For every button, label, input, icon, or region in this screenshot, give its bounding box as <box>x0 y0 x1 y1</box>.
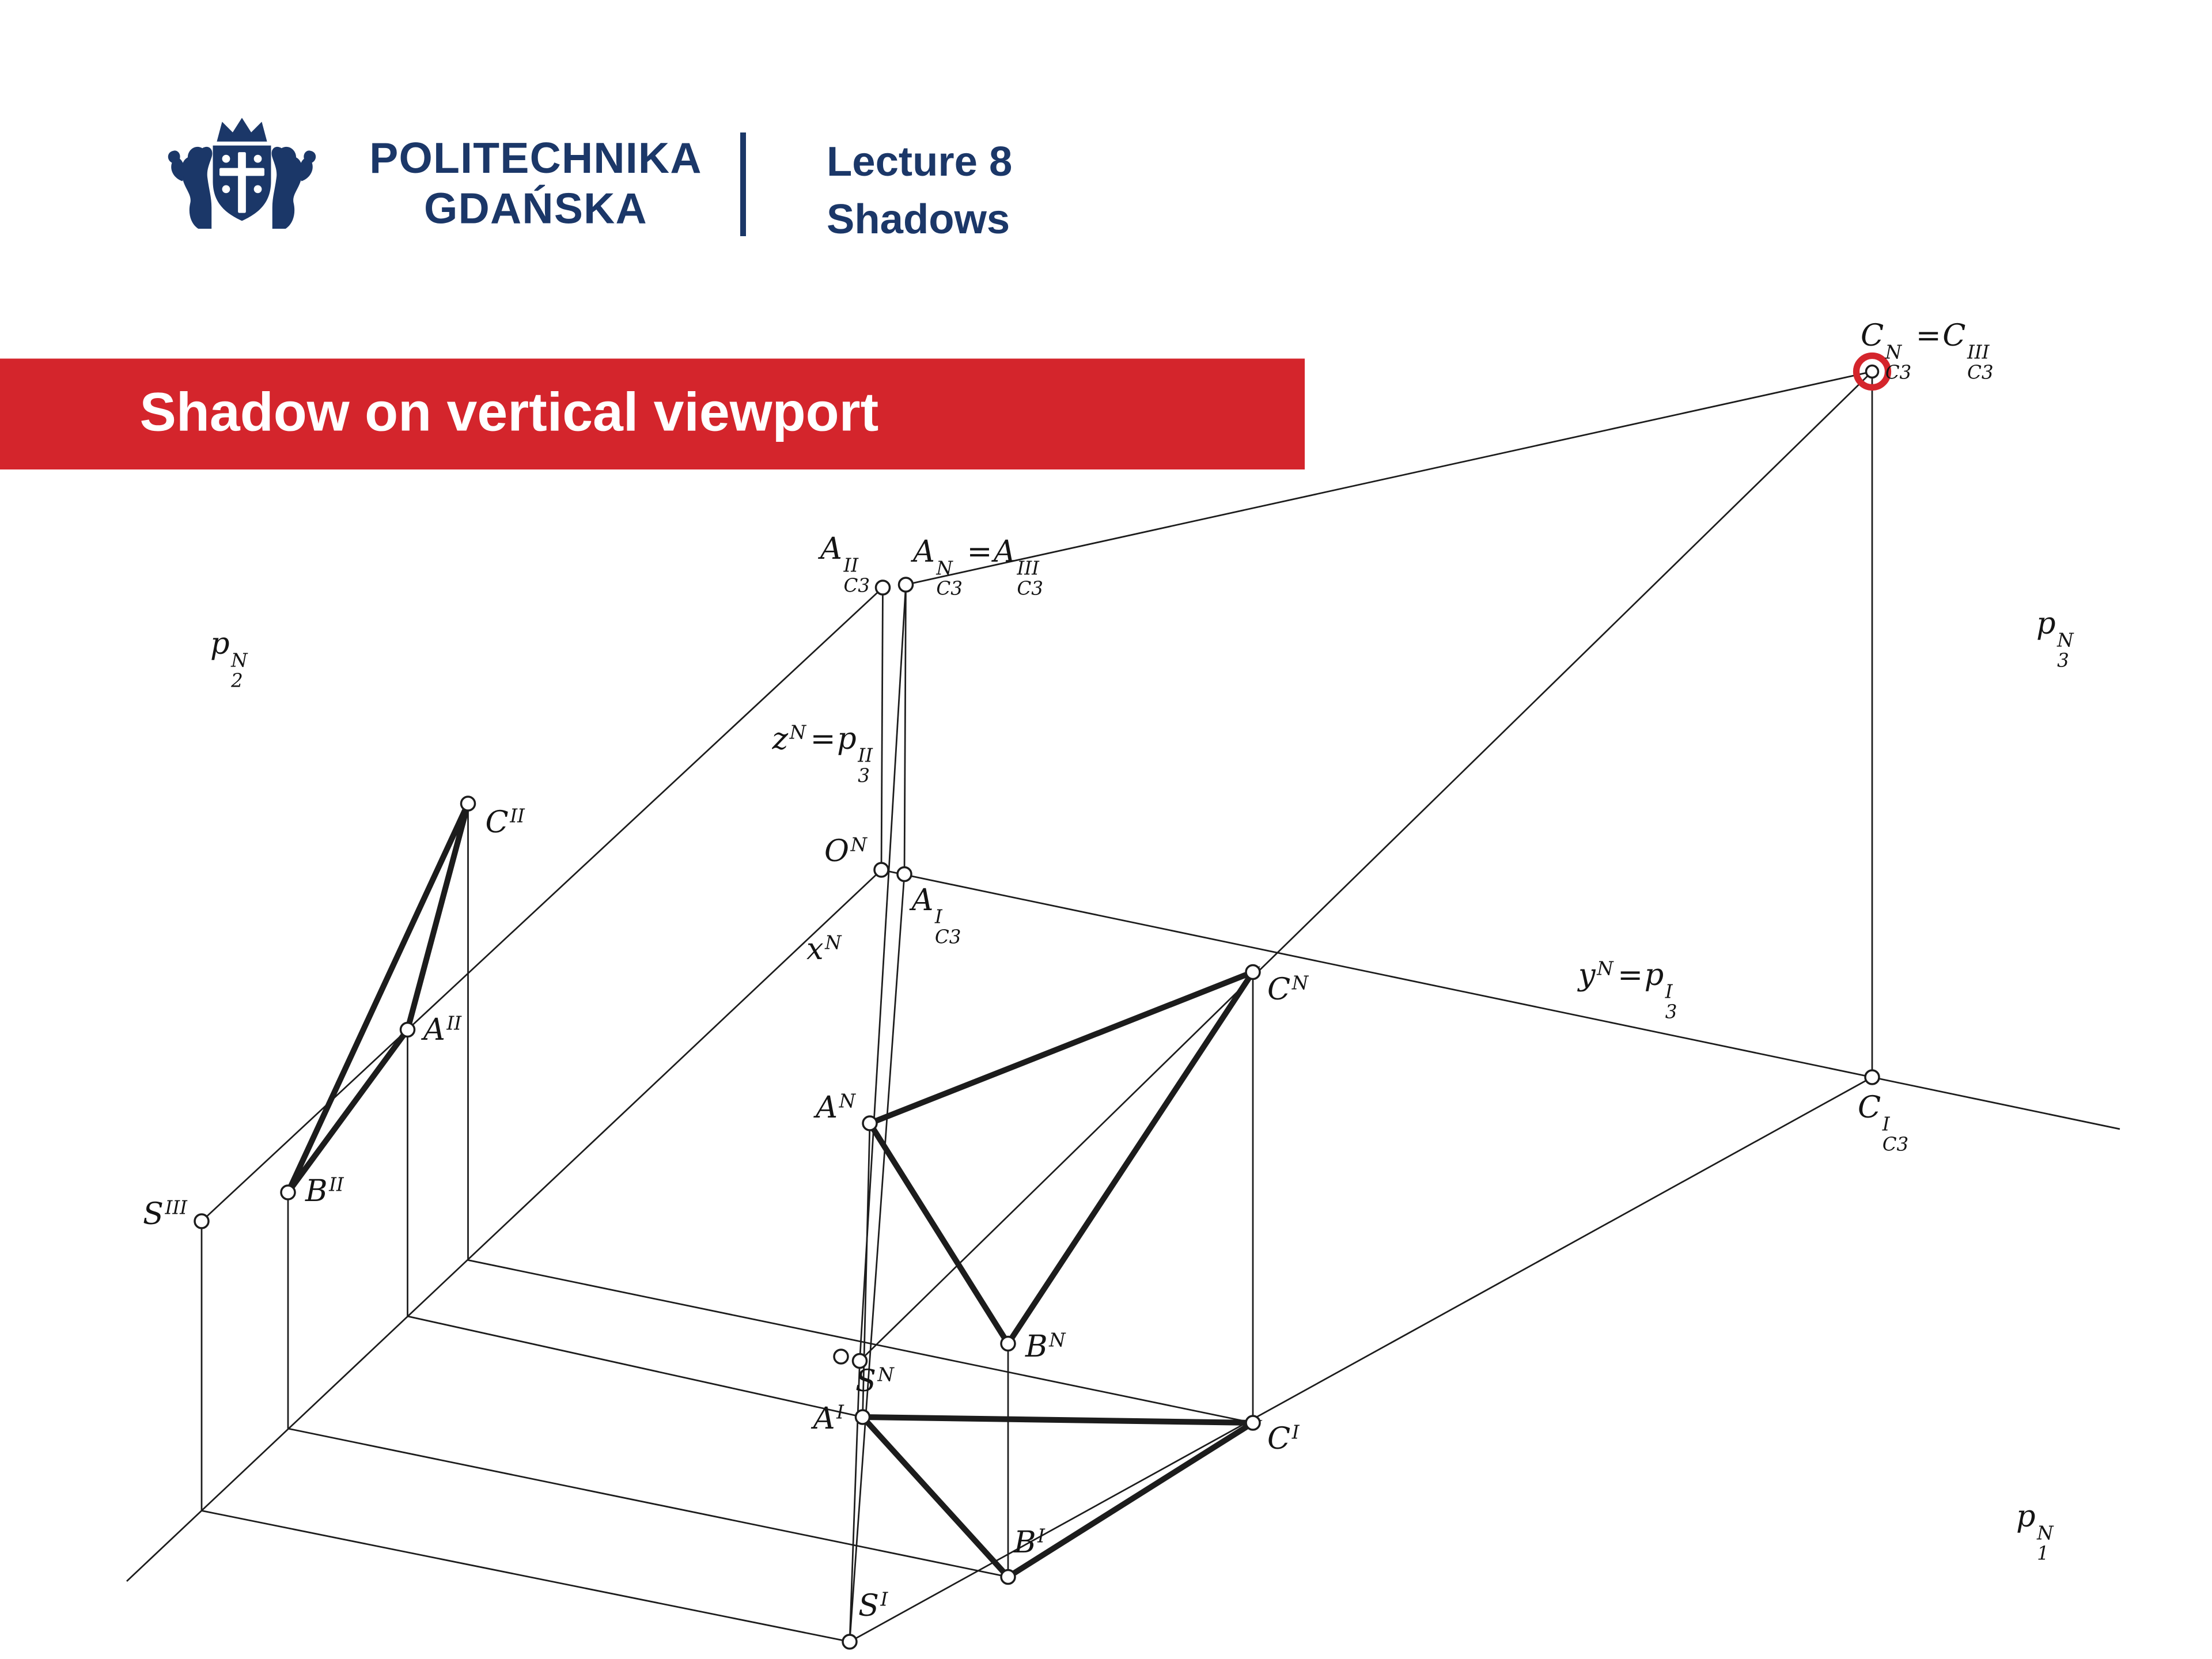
triangle-first-projection <box>856 1414 1263 1581</box>
point-marker-CI <box>1245 1415 1261 1431</box>
header-divider <box>740 132 746 236</box>
construction-line-AIIF-AI <box>407 1315 863 1418</box>
university-name-line2: GDAŃSKA <box>424 185 647 234</box>
point-marker-AIIC3 <box>874 579 891 596</box>
crown-icon <box>217 118 267 142</box>
right-lion-tail-icon <box>300 150 316 181</box>
slide-title-banner: Shadow on vertical viewport <box>0 358 1305 469</box>
point-marker-AN <box>862 1115 878 1131</box>
point-marker-SNb <box>833 1349 849 1365</box>
point-marker-AI <box>854 1409 871 1425</box>
university-name: POLITECHNIKA GDAŃSKA <box>360 134 711 235</box>
point-marker-BII <box>280 1184 296 1200</box>
construction-line-ANC3-AIC3 <box>903 584 907 874</box>
point-marker-SN <box>851 1353 868 1369</box>
construction-line-ON-YEND <box>881 869 2120 1130</box>
slide-header: POLITECHNIKA GDAŃSKA Lecture 8 Shadows <box>0 0 2212 302</box>
point-marker-SIII <box>194 1213 210 1229</box>
point-marker-CN <box>1245 964 1261 980</box>
slide-title: Shadow on vertical viewport <box>139 383 879 444</box>
point-marker-CII <box>460 796 476 812</box>
left-lion-icon <box>181 146 213 229</box>
construction-line-ON-AIIC3 <box>880 587 884 870</box>
construction-line-AIIC3-SIII <box>201 586 884 1222</box>
shield-cross-icon <box>219 152 264 213</box>
point-marker-AII <box>399 1021 416 1038</box>
construction-line-SI-AIC3 <box>849 874 906 1642</box>
construction-line-SI-CIC3 <box>849 1076 1873 1643</box>
point-marker-CIC3 <box>1864 1069 1880 1085</box>
construction-line-CIIF-CI <box>468 1259 1253 1424</box>
university-logo <box>168 118 316 229</box>
triangle-second-projection <box>285 802 471 1194</box>
point-marker-BI <box>1000 1569 1016 1585</box>
university-name-line1: POLITECHNIKA <box>369 135 702 183</box>
lecture-info: Lecture 8 Shadows <box>827 134 1012 249</box>
point-marker-AIC3 <box>896 866 912 882</box>
construction-line-AN-AI <box>862 1123 871 1418</box>
construction-line-SN-SI <box>849 1361 861 1642</box>
construction-line-BIIF-BI <box>287 1427 1009 1578</box>
triangle-axonometric-view <box>865 966 1260 1349</box>
point-marker-BN <box>1000 1335 1016 1352</box>
point-marker-SI <box>842 1634 858 1650</box>
right-lion-icon <box>271 146 303 229</box>
construction-line-SN-CNC3 <box>859 371 1873 1362</box>
construction-line-ANC3-CNC3 <box>906 370 1873 586</box>
left-lion-tail-icon <box>168 150 184 181</box>
lecture-number: Lecture 8 <box>827 139 1013 186</box>
construction-line-ON-XEND <box>126 869 882 1582</box>
construction-line-SIIIF-SI <box>201 1510 850 1643</box>
point-marker-CNC3 <box>1865 364 1880 379</box>
lecture-topic: Shadows <box>827 197 1010 244</box>
shadow-highlight-ring <box>1853 352 1892 391</box>
point-marker-ON <box>873 862 889 878</box>
point-marker-ANC3 <box>897 577 914 593</box>
